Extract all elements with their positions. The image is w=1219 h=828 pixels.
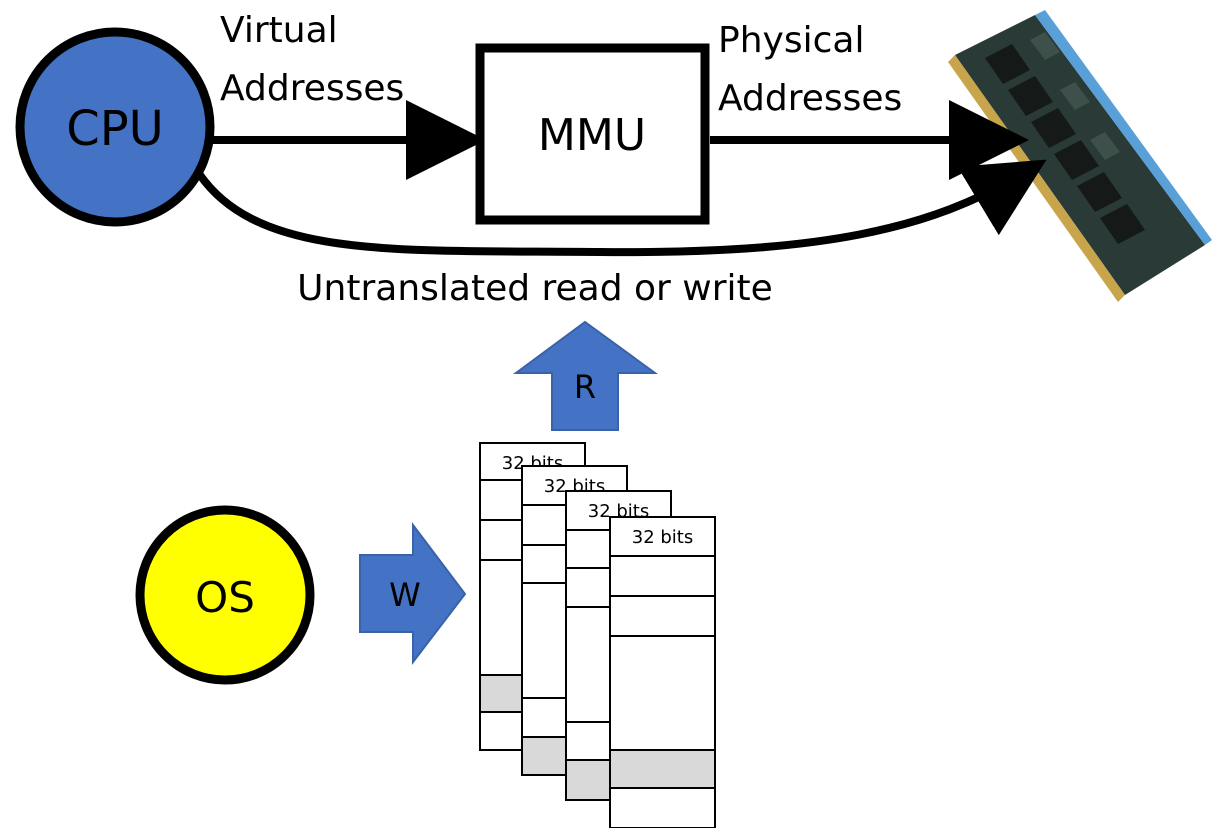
mmu-label: MMU: [538, 110, 646, 161]
page-table-header: 32 bits: [632, 527, 694, 548]
untranslated-arrow: [196, 159, 1047, 257]
write-arrow-label: W: [389, 576, 421, 614]
physical-addresses-label-line1: Physical: [718, 20, 864, 61]
write-arrow-block: [359, 522, 467, 665]
virtual-addresses-label-line2: Addresses: [220, 68, 404, 109]
read-arrow-label: R: [574, 368, 596, 406]
ram-module-image: [948, 10, 1212, 302]
os-circle: [135, 505, 315, 685]
cpu-circle: [15, 27, 215, 227]
physical-addresses-label-line2: Addresses: [718, 78, 902, 119]
page-table-highlighted-entry: [609, 749, 716, 789]
mmu-box: [475, 43, 710, 225]
read-arrow-block: [512, 320, 659, 431]
os-label: OS: [195, 573, 255, 622]
virtual-addresses-label-line1: Virtual: [220, 10, 338, 51]
untranslated-label: Untranslated read or write: [297, 268, 773, 309]
page-table: 32 bits: [609, 516, 716, 828]
cpu-label: CPU: [66, 101, 164, 157]
